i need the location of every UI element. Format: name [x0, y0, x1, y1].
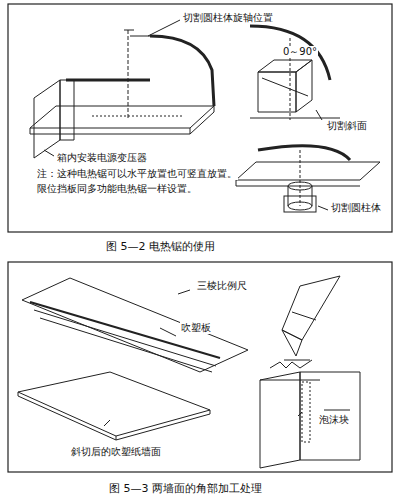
leader-line — [44, 150, 54, 156]
figure-caption: 图 5—3 两墙面的角部加工处理 — [108, 482, 263, 495]
callout-label: 0～90° — [282, 46, 318, 58]
corner-joint — [260, 372, 360, 468]
callout-label: 限位挡板同多功能电热锯一样设置。 — [36, 183, 198, 195]
cutter-tool — [270, 276, 340, 368]
callout-label: 斜切后的吹塑纸墙面 — [70, 446, 162, 458]
panel-frame — [8, 4, 392, 232]
panel-frame — [8, 262, 392, 472]
callout-label: 切割圆柱体旋轴位置 — [182, 12, 274, 24]
callout-label: 箱内安装电源变压器 — [56, 152, 148, 164]
bevelled-board — [18, 372, 210, 440]
ruler-on-board — [22, 278, 248, 372]
callout-label: 切割圆柱体 — [330, 202, 382, 214]
callout-label: 三棱比例尺 — [196, 280, 248, 292]
saw-box — [30, 30, 214, 158]
callout-label: 吹塑板 — [180, 322, 212, 334]
bevel-cut — [250, 26, 340, 120]
callout-label: 泡沫块 — [318, 414, 350, 426]
callout-label: 切割斜面 — [326, 120, 368, 132]
callout-label: 注：这种电热锯可以水平放置也可竖直放置。 — [36, 168, 238, 180]
figure-caption: 图 5—2 电热锯的使用 — [105, 240, 216, 253]
leader-line — [148, 20, 180, 36]
